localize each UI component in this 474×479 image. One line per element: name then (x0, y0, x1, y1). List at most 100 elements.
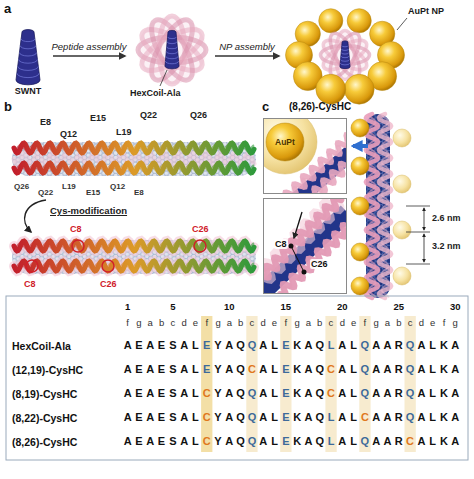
node-text: AuPt NP (408, 6, 444, 16)
cone-stripe (165, 61, 178, 64)
sequence-letter: L (190, 435, 201, 448)
nanoparticle-stage: AuPt NP (282, 2, 468, 106)
sequence-letter: Q (359, 363, 370, 376)
sequence-letter: e (427, 318, 438, 329)
cone-stripe (340, 63, 349, 65)
sequence-letter: Q (359, 435, 370, 448)
sequence-letter: A (145, 363, 156, 376)
sequence-letter: A (450, 435, 461, 448)
column-highlight (405, 316, 416, 452)
dimension-line (424, 234, 425, 242)
column-highlight (280, 316, 291, 452)
pale-nanoparticle (393, 221, 411, 239)
sequence-letter: A (337, 339, 348, 352)
sequence-letter: A (382, 363, 393, 376)
nanotube (366, 114, 390, 298)
sequence-letter: Q (314, 411, 325, 424)
helix-edge (368, 114, 375, 298)
sequence-letter: b (314, 318, 325, 329)
sequence-letter: E (133, 339, 144, 352)
column-number: 20 (337, 302, 348, 313)
sequence-letter: Y (212, 363, 223, 376)
sequence-letter: L (325, 435, 336, 448)
sequence-letter: L (269, 387, 280, 400)
cone-stripe (19, 59, 38, 63)
sequence-letter: A (224, 387, 235, 400)
sequence-letter: L (427, 435, 438, 448)
sequence-letter: A (450, 339, 461, 352)
peptide-helix (14, 163, 254, 173)
sequence-letter: L (190, 339, 201, 352)
sequence-letter: A (122, 363, 133, 376)
residue-label: Q26 (190, 110, 207, 120)
sequence-letter: E (280, 435, 291, 448)
sequence-letter: C (325, 363, 336, 376)
sequence-letter: A (122, 435, 133, 448)
step-label: Cys-modification (50, 206, 127, 217)
sequence-letter: Q (314, 339, 325, 352)
sequence-letter: K (291, 435, 302, 448)
sequence-letter: g (212, 318, 223, 329)
sequence-letter: C (359, 411, 370, 424)
dimension-line (424, 224, 425, 230)
sequence-letter: d (337, 318, 348, 329)
nanotube-cone (16, 30, 40, 85)
sequence-letter: g (291, 318, 302, 329)
table-frame (6, 296, 468, 460)
dimension-line (424, 208, 425, 214)
residue-label: L19 (62, 182, 76, 191)
sequence-letter: Q (404, 363, 415, 376)
sequence-letter: A (337, 435, 348, 448)
sequence-letter: g (371, 318, 382, 329)
sequence-letter: L (348, 339, 359, 352)
sequence-letter: f (438, 318, 449, 329)
dimension-tick (406, 206, 430, 207)
sequence-letter: A (337, 387, 348, 400)
helix-edge (14, 263, 254, 269)
leader-line (160, 70, 167, 86)
sequence-letter: Q (235, 363, 246, 376)
cone-stripe (341, 56, 349, 58)
node-text: HexCoil-Ala (130, 88, 181, 98)
sequence-letter: K (438, 363, 449, 376)
sequence-letter: A (258, 339, 269, 352)
pointer-arrow (294, 212, 302, 238)
peptide-sequence: AEAESALCYAQQALEKAQCALQAARQALKA (122, 387, 461, 400)
pale-nanoparticle (393, 267, 411, 285)
sequence-letter: A (371, 363, 382, 376)
peptide-name: (8,22)-CysHC (12, 412, 77, 424)
sequence-letter: A (145, 411, 156, 424)
pale-nanoparticle (393, 129, 411, 147)
sequence-letter: E (156, 435, 167, 448)
sequence-letter: Q (246, 387, 257, 400)
sequence-letter: C (201, 387, 212, 400)
assembly-arrow (215, 55, 279, 57)
bond-line (291, 246, 304, 272)
sequence-letter: A (303, 339, 314, 352)
sequence-letter: A (303, 387, 314, 400)
sequence-letter: e (269, 318, 280, 329)
residue-label: E8 (134, 188, 144, 197)
peptide-name: (8,19)-CysHC (12, 388, 77, 400)
sequence-letter: E (201, 363, 212, 376)
sequence-letter: A (450, 411, 461, 424)
sequence-letter: f (280, 318, 291, 329)
sequence-letter: b (235, 318, 246, 329)
sequence-letter: Q (404, 387, 415, 400)
column-number: 30 (450, 302, 461, 313)
residue-label: E8 (40, 117, 51, 127)
gold-nanoparticle (351, 243, 369, 261)
sequence-letter: K (438, 339, 449, 352)
sequence-letter: C (404, 435, 415, 448)
residue-label: Q12 (60, 129, 77, 139)
sequence-letter: A (382, 339, 393, 352)
sequence-letter: L (427, 339, 438, 352)
peptide-sequence: AEAESALCYAQQALEKAQLALQAARCALKA (122, 435, 461, 448)
nanotube (12, 142, 256, 176)
sequence-letter: E (280, 363, 291, 376)
peptide-helix (379, 114, 391, 298)
sequence-letter: R (393, 363, 404, 376)
sequence-letter: K (438, 387, 449, 400)
sequence-letter: A (145, 339, 156, 352)
